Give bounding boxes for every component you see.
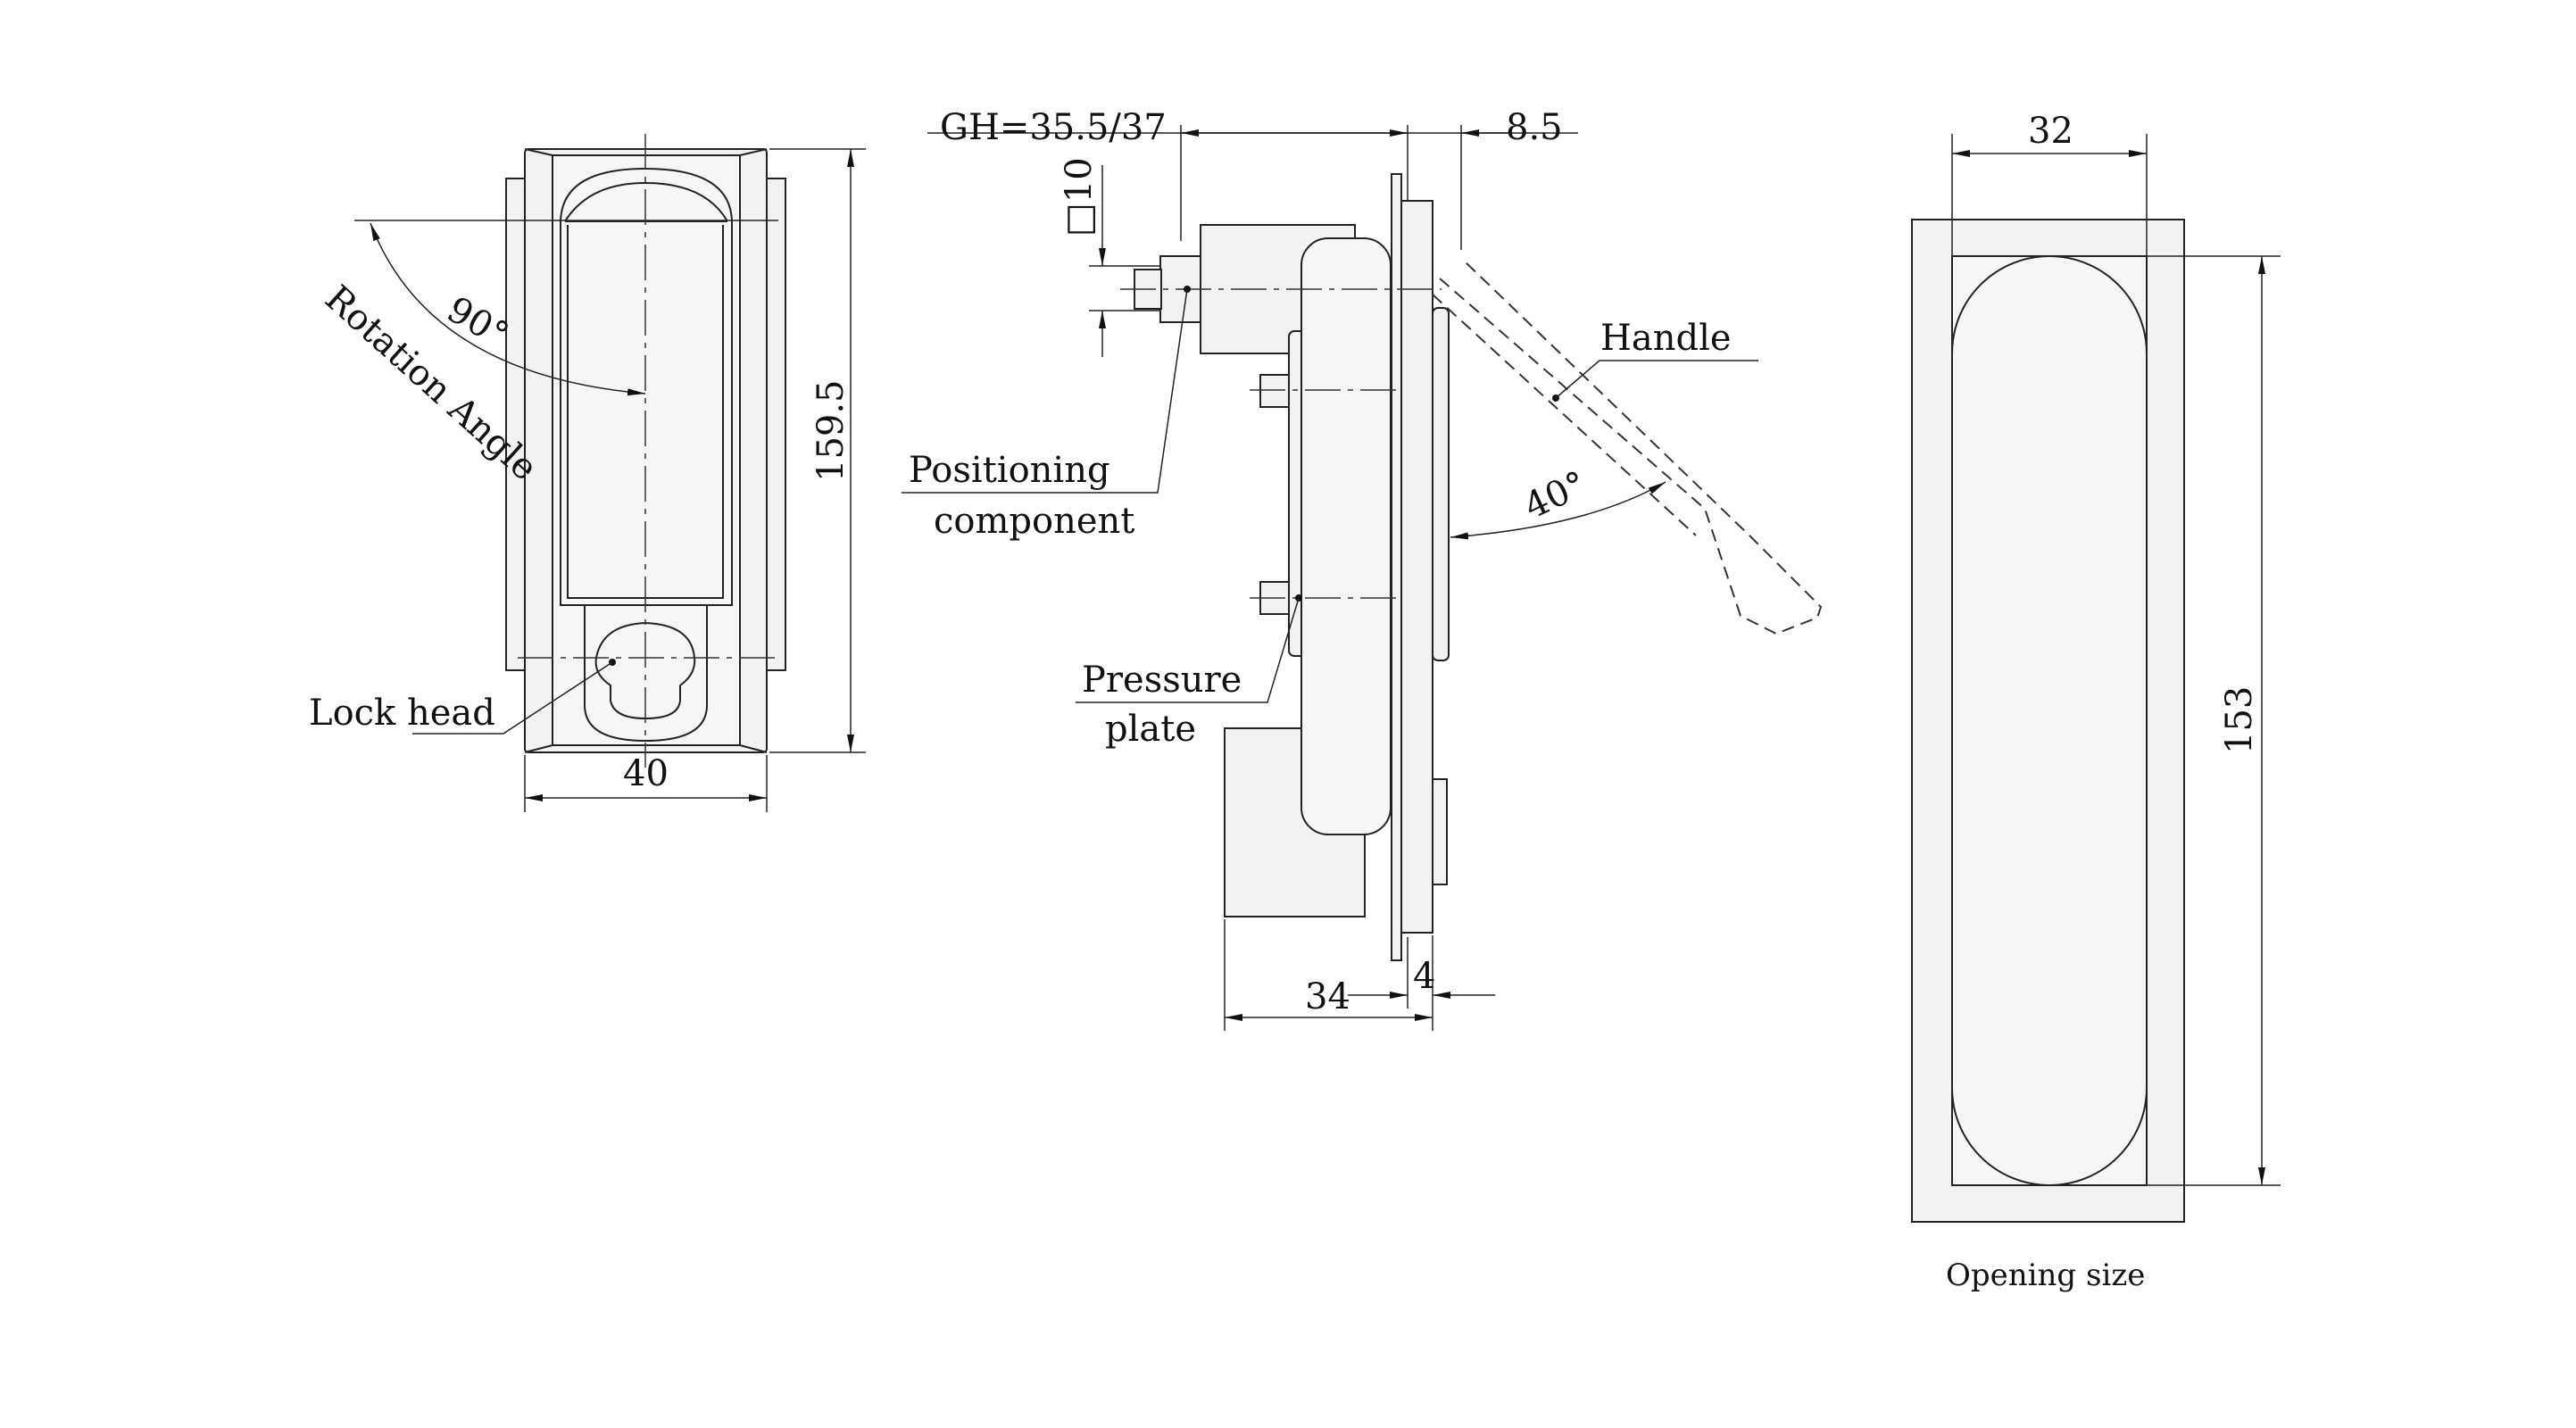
- opening-caption: Opening size: [1946, 1258, 2145, 1293]
- pressure-label-1: Pressure: [1082, 660, 1242, 701]
- rotation-angle-value: 90°: [440, 289, 515, 356]
- positioning-label-1: Positioning: [909, 450, 1110, 491]
- front-bezel: [1400, 200, 1433, 934]
- handle-angle: 40°: [1518, 463, 1593, 527]
- opening-view: 32 153 Opening size: [1911, 111, 2281, 1293]
- handle-cavity: [560, 167, 733, 606]
- handle: [1439, 260, 1823, 635]
- depth-dimension: 34: [1305, 976, 1350, 1017]
- positioning-label-2: component: [934, 501, 1134, 542]
- side-view: Handle 40° GH=35.5/37 8.5 □10 Positionin…: [902, 107, 1823, 1031]
- rotation-arc: [370, 222, 646, 396]
- pressure-label-2: plate: [1105, 709, 1196, 750]
- front-view: Rotation Angle 90° Lock head 159.5 40: [309, 134, 866, 812]
- handle-label: Handle: [1600, 318, 1732, 359]
- gh-dimension: GH=35.5/37: [940, 107, 1167, 148]
- body: [1300, 237, 1392, 835]
- opening-cutout: [1951, 255, 2148, 1186]
- opening-width: 32: [2028, 111, 2073, 152]
- handle-angle-arc: [1450, 481, 1666, 540]
- door-plate: [1391, 173, 1402, 961]
- plate-dimension: 4: [1413, 956, 1435, 997]
- lock-head-label: Lock head: [309, 693, 495, 734]
- mounting-bolt: [1259, 374, 1290, 408]
- opening-slot: [1951, 255, 2148, 1186]
- lock-slot: [584, 605, 708, 743]
- width-dimension: 40: [623, 753, 669, 794]
- height-dimension: 159.5: [810, 379, 852, 482]
- offset-dimension: 8.5: [1506, 107, 1563, 148]
- square-dimension: □10: [1059, 157, 1100, 237]
- opening-height: 153: [2219, 686, 2260, 754]
